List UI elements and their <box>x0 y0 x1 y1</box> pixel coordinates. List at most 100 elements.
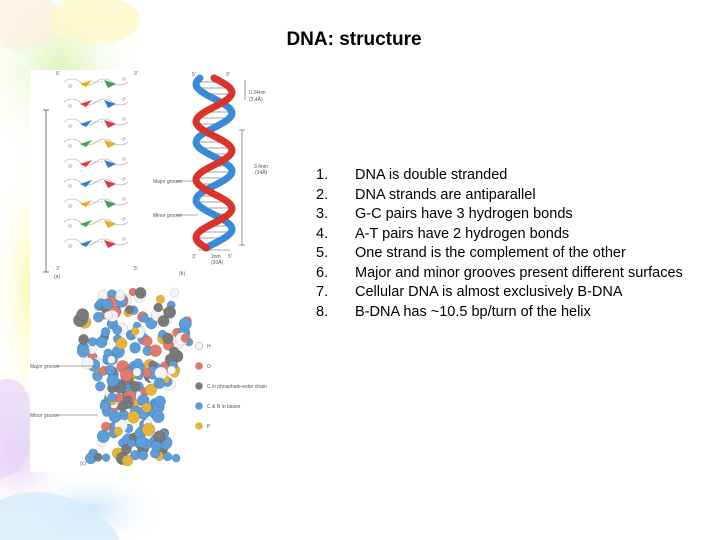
atom-sphere <box>115 289 125 299</box>
atom-sphere <box>141 422 156 437</box>
list-number: 2. <box>316 186 329 203</box>
dna-figure-svg: 5' 3' 3' 5' (a) 5' 3' 3' 5' 0.34nm (3.4Å… <box>30 71 268 467</box>
list-text: DNA strands are antiparallel <box>355 186 536 203</box>
sugar-atom <box>68 124 72 128</box>
list-number: 4. <box>316 225 329 242</box>
sugar-atom <box>68 244 72 248</box>
key-points-list: 1. DNA is double stranded 2. DNA strands… <box>316 166 696 322</box>
base-shape <box>80 80 92 87</box>
minor-groove-label-c: Minor groove <box>30 413 59 419</box>
base-shape <box>80 180 92 187</box>
atom-sphere <box>107 392 117 402</box>
atom-sphere <box>169 287 180 298</box>
atom-sphere <box>163 452 173 462</box>
sugar-atom <box>122 157 126 161</box>
atom-sphere <box>76 344 90 358</box>
atom-sphere <box>101 453 111 462</box>
atom-sphere <box>141 402 152 413</box>
panel-b-end-top-right: 3' <box>226 72 230 78</box>
atom-sphere <box>87 337 98 347</box>
sugar-atom <box>68 164 72 168</box>
pitch-label-angstrom: (34Å) <box>255 169 268 176</box>
rise-label-angstrom: (3.4Å) <box>249 96 263 103</box>
list-number: 3. <box>316 206 329 222</box>
atom-sphere <box>103 310 113 320</box>
atom-sphere <box>180 333 190 343</box>
atom-sphere <box>178 317 192 331</box>
base-shape <box>104 80 116 88</box>
panel-a-label: (a) <box>54 274 60 280</box>
panel-b-label: (b) <box>179 271 185 277</box>
atom-sphere <box>93 311 104 323</box>
atom-sphere <box>154 366 168 380</box>
base-shape <box>80 140 92 147</box>
atom-sphere <box>99 399 112 412</box>
atom-sphere <box>119 368 134 382</box>
list-number: 1. <box>316 167 329 183</box>
atom-sphere <box>167 365 177 375</box>
sugar-atom <box>68 104 72 108</box>
atom-sphere <box>157 315 170 328</box>
atom-sphere <box>135 435 148 448</box>
atom-sphere <box>129 342 141 354</box>
atom-sphere <box>95 381 106 392</box>
atom-sphere <box>76 308 89 322</box>
sugar-atom <box>122 177 126 181</box>
list-text: B-DNA has ~10.5 bp/turn of the helix <box>355 303 591 320</box>
atom-sphere <box>127 438 136 448</box>
atom-sphere <box>95 336 108 349</box>
base-shape <box>104 160 116 168</box>
atom-sphere <box>106 374 120 387</box>
atom-sphere <box>127 410 140 424</box>
list-number: 6. <box>316 264 329 281</box>
sugar-atom <box>122 217 126 221</box>
atom-sphere <box>117 401 128 412</box>
list-text: A-T pairs have 2 hydrogen bonds <box>355 225 570 242</box>
sugar-atom <box>122 237 126 241</box>
major-groove-label-c: Major groove <box>30 364 59 370</box>
atom-sphere <box>107 355 116 364</box>
list-text: Cellular DNA is almost exclusively B-DNA <box>355 284 623 300</box>
atom-sphere <box>96 429 110 443</box>
sugar-atom <box>68 144 72 148</box>
sugar-atom <box>68 184 72 188</box>
atom-sphere <box>93 452 103 462</box>
list-text: Major and minor grooves present differen… <box>355 264 683 281</box>
atom-sphere <box>124 305 134 315</box>
slide-title-text: DNA: structure <box>286 29 422 50</box>
base-shape <box>104 220 116 228</box>
atom-sphere <box>140 313 150 323</box>
sugar-atom <box>68 84 72 88</box>
atom-sphere <box>130 327 140 336</box>
atom-sphere <box>153 430 166 443</box>
sugar-atom <box>122 97 126 101</box>
atom-sphere <box>149 344 162 357</box>
list-item: 3. G-C pairs have 3 hydrogen bonds <box>316 205 696 225</box>
base-shape <box>104 100 116 108</box>
panel-c-space-filling: Major groove Minor groove (c) H O C in p… <box>30 287 267 467</box>
atom-sphere <box>113 426 123 437</box>
list-number: 8. <box>316 303 329 320</box>
panel-a-ladder: 5' 3' 3' 5' (a) <box>43 71 138 280</box>
width-label-angstrom: (20Å) <box>211 259 224 266</box>
legend-o: O <box>207 364 211 370</box>
atom-sphere <box>169 346 179 357</box>
atom-sphere <box>155 294 165 304</box>
panel-a-end-bottom-left: 3' <box>56 266 60 272</box>
panel-b-end-bottom-right: 5' <box>228 254 232 260</box>
base-shape <box>80 160 92 167</box>
major-groove-label-b: Major groove <box>153 179 182 185</box>
dna-figure: 5' 3' 3' 5' (a) 5' 3' 3' 5' 0.34nm (3.4Å… <box>30 70 292 472</box>
atom-sphere <box>121 454 134 467</box>
atom-sphere <box>132 367 142 377</box>
list-item: 7. Cellular DNA is almost exclusively B-… <box>316 283 696 303</box>
list-item: 6. Major and minor grooves present diffe… <box>316 264 696 284</box>
base-shape <box>104 120 116 128</box>
base-shape <box>104 180 116 188</box>
atom-sphere <box>153 302 163 313</box>
atom-sphere <box>108 410 122 423</box>
list-item: 4. A-T pairs have 2 hydrogen bonds <box>316 225 696 245</box>
width-label: 2nm <box>211 254 221 260</box>
panel-a-end-top-right: 3' <box>134 71 138 77</box>
atom-sphere <box>153 377 166 389</box>
